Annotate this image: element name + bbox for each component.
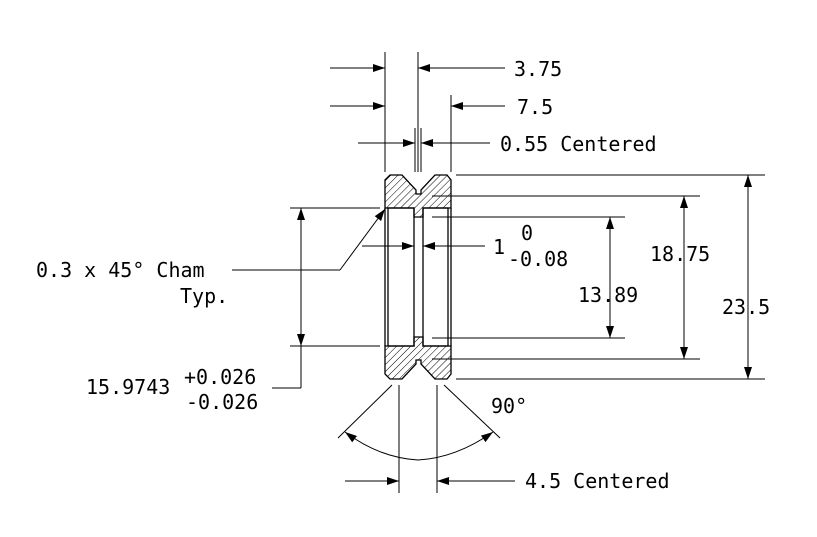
dim-heights: 23.5 18.75 13.89 xyxy=(432,174,770,380)
dim-label-bottom-width: 4.5 Centered xyxy=(525,469,670,493)
dim-overall-width: 7.5 xyxy=(330,95,553,172)
dim-label-top-width: 3.75 xyxy=(514,57,562,81)
chamfer-note: 0.3 x 45° Cham Typ. xyxy=(36,208,386,308)
dim-bottom-width: 4.5 Centered xyxy=(345,385,670,493)
dim-label-bore: 15.9743 xyxy=(86,375,170,399)
dim-label-bore-tol-lower: -0.026 xyxy=(186,390,258,414)
chamfer-note-line2: Typ. xyxy=(180,284,228,308)
right-cavity xyxy=(422,207,449,347)
left-cavity xyxy=(387,207,415,347)
dim-label-angle: 90° xyxy=(491,394,527,418)
dim-angle: 90° xyxy=(337,384,527,461)
bottom-flange xyxy=(384,336,452,380)
dim-label-web-tol-lower: -0.08 xyxy=(508,247,568,271)
dim-bore: 15.9743 +0.026 -0.026 xyxy=(86,207,380,414)
dim-label-bore-tol-upper: +0.026 xyxy=(184,365,256,389)
dim-web: 1 0 -0.08 xyxy=(362,221,568,271)
dim-groove-width: 0.55 Centered xyxy=(358,128,657,172)
dim-label-inner-height: 13.89 xyxy=(578,283,638,307)
dim-label-web-tol-upper: 0 xyxy=(521,221,533,245)
dim-label-overall-height: 23.5 xyxy=(722,295,770,319)
dim-label-groove-width: 0.55 Centered xyxy=(500,132,657,156)
dim-top-width: 3.75 xyxy=(330,52,562,172)
chamfer-note-line1: 0.3 x 45° Cham xyxy=(36,258,205,282)
dim-label-web: 1 xyxy=(493,235,505,259)
dim-label-overall-width: 7.5 xyxy=(517,95,553,119)
part-section xyxy=(384,174,452,380)
dim-label-groove-height: 18.75 xyxy=(650,242,710,266)
